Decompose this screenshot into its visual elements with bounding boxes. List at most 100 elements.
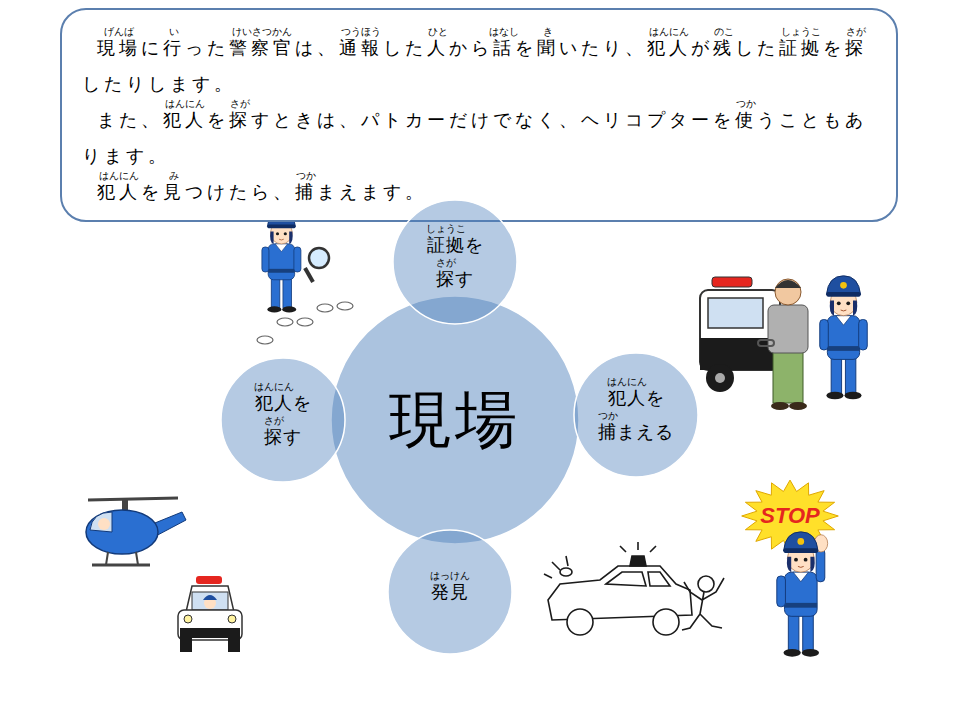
- wheel: [653, 609, 679, 635]
- circle-fill: [393, 200, 517, 324]
- hair: [787, 557, 815, 572]
- circle-node: 証拠を 探す: [392, 199, 518, 325]
- circle-outline: [573, 352, 699, 478]
- center-label: 現場: [389, 383, 521, 457]
- driver-cap: [203, 595, 217, 600]
- suspect-shoe: [771, 402, 789, 410]
- circle-node: 犯人を 探す: [220, 357, 346, 483]
- hubcap: [715, 373, 725, 383]
- circle-content: 犯人を 探す: [220, 357, 346, 483]
- footprint: [297, 318, 313, 326]
- car-window: [708, 298, 763, 328]
- light-bar: [712, 277, 752, 287]
- key-ring: [560, 568, 572, 576]
- leg: [803, 612, 814, 650]
- cap-brim: [784, 548, 819, 553]
- skid-strut: [106, 552, 108, 565]
- police-officer: [820, 276, 868, 400]
- cap-badge: [840, 282, 847, 289]
- headlight: [184, 615, 192, 623]
- car-window: [606, 572, 646, 586]
- magnifier-handle: [305, 268, 313, 282]
- circle-outline: [220, 357, 346, 483]
- uniform: [827, 316, 859, 360]
- eye: [284, 232, 287, 235]
- collar: [836, 316, 851, 326]
- skid: [92, 564, 150, 567]
- discovery-scene: [544, 542, 724, 635]
- shoe: [784, 649, 801, 657]
- circle-content: 発見: [387, 529, 513, 655]
- arm: [820, 320, 829, 350]
- collar: [793, 572, 808, 582]
- circle-fill: [221, 358, 345, 482]
- car-front: [178, 610, 242, 640]
- suspect-head: [775, 279, 801, 305]
- belt: [827, 346, 859, 351]
- headlight: [228, 615, 236, 623]
- footprint: [257, 336, 273, 344]
- cap-badge: [797, 538, 804, 545]
- leg: [845, 356, 855, 394]
- windshield: [192, 592, 228, 610]
- circle-node: 現場: [330, 295, 580, 545]
- mouth: [279, 239, 284, 241]
- runner-head: [698, 576, 714, 592]
- circle-label: 犯人を 捕まえる: [598, 381, 674, 449]
- text-box: 現場に行った警察官は、通報した人から話を聞いたり、犯人が残した証拠を探したりしま…: [60, 8, 898, 222]
- helicopter: [86, 498, 186, 565]
- handcuffs: [758, 340, 774, 346]
- fuselage: [86, 510, 158, 554]
- hair: [830, 301, 858, 316]
- eye: [837, 301, 841, 305]
- belt: [784, 603, 817, 608]
- skid-strut: [136, 552, 138, 565]
- cap: [784, 532, 819, 551]
- shoe: [282, 306, 296, 312]
- runner-body: [682, 578, 724, 630]
- circle-label: 犯人を 探す: [255, 386, 312, 454]
- circle-content: 現場: [330, 295, 580, 545]
- arm: [777, 576, 786, 607]
- cap: [826, 276, 860, 295]
- suspect-legs: [773, 345, 803, 403]
- shoe: [267, 306, 281, 312]
- collar: [275, 244, 287, 252]
- leg: [831, 356, 841, 394]
- eye: [276, 232, 279, 235]
- uniform: [268, 244, 295, 280]
- eye: [804, 558, 808, 562]
- footprints: [257, 302, 353, 344]
- footprint: [317, 304, 333, 312]
- car-roof: [186, 586, 234, 612]
- eye: [846, 301, 850, 305]
- circle-outline: [392, 199, 518, 325]
- circle-fill: [574, 353, 698, 477]
- circle-label: 証拠を 探す: [427, 228, 484, 296]
- circle-label: 発見: [431, 575, 469, 609]
- magnifier: [305, 248, 329, 282]
- police-car-front: [178, 576, 242, 652]
- tire: [228, 638, 240, 652]
- leg: [283, 277, 292, 308]
- leg: [788, 612, 799, 650]
- arm: [859, 320, 868, 350]
- footprint: [277, 318, 293, 326]
- siren-rays: [620, 542, 656, 552]
- police-officer: [777, 532, 828, 657]
- leg: [271, 277, 280, 308]
- wheel: [567, 609, 593, 635]
- suspect: [758, 279, 808, 410]
- pilot-head: [98, 518, 110, 530]
- shoe: [844, 392, 861, 400]
- hair: [270, 231, 293, 243]
- magnifier-lens: [309, 248, 329, 268]
- stop-burst: [742, 480, 839, 552]
- circle-node: 発見: [387, 529, 513, 655]
- wheel: [706, 364, 734, 392]
- mouth: [798, 566, 804, 568]
- police-officer: [262, 211, 301, 312]
- stop-sign-text: STOP: [760, 503, 820, 529]
- mouth: [841, 310, 847, 312]
